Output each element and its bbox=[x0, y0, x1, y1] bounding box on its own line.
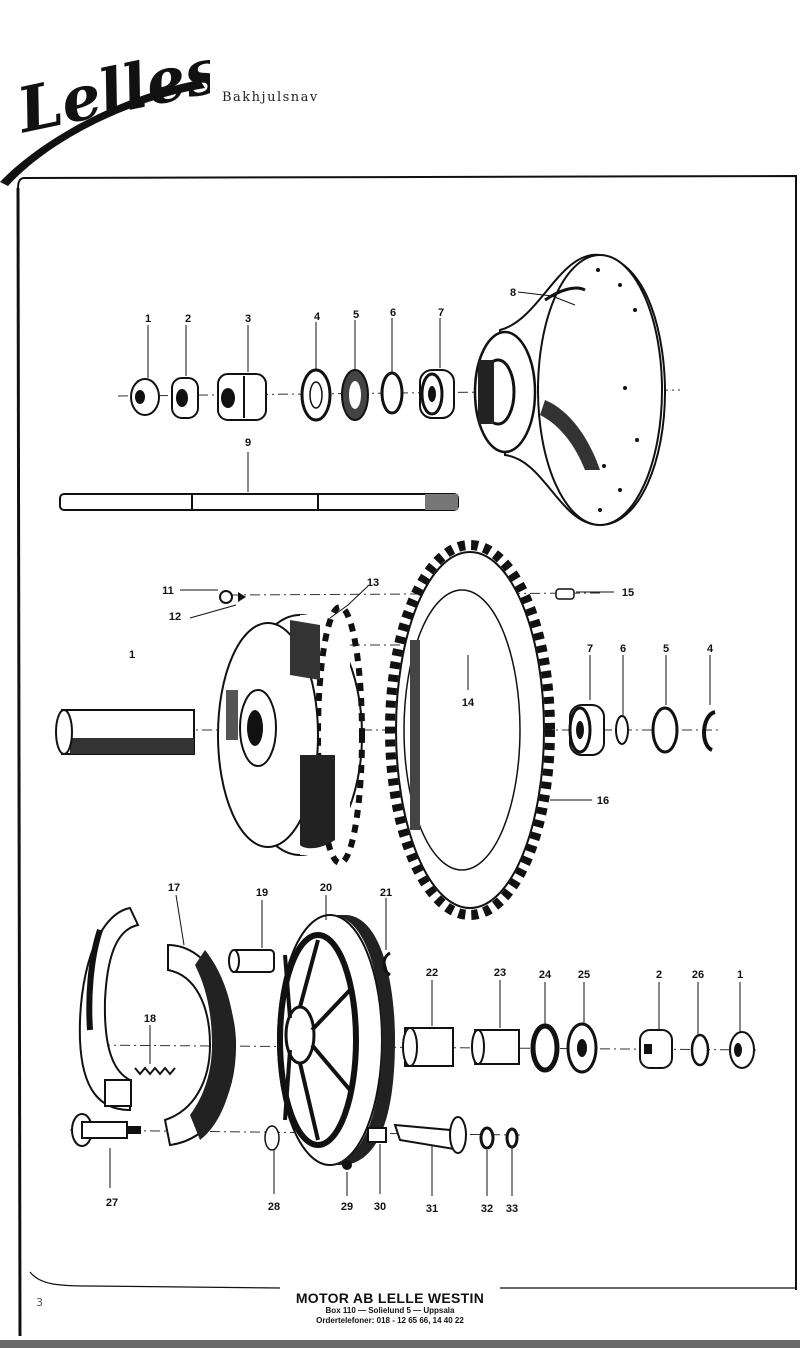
part-number-label: 1 bbox=[129, 649, 135, 661]
part-washer bbox=[264, 1125, 280, 1151]
part-brake-plate bbox=[277, 914, 395, 1166]
part-cone bbox=[639, 1029, 673, 1069]
part-number-label: 28 bbox=[268, 1201, 280, 1213]
part-number-label: 6 bbox=[390, 307, 396, 319]
part-hub-flange bbox=[473, 253, 667, 527]
page-number: 3 bbox=[36, 1296, 43, 1309]
part-number-label: 31 bbox=[426, 1203, 438, 1215]
part-number-label: 29 bbox=[341, 1201, 353, 1213]
part-number-label: 8 bbox=[510, 287, 516, 299]
part-number-label: 22 bbox=[426, 967, 438, 979]
part-number-label: 4 bbox=[314, 311, 321, 323]
part-nut bbox=[130, 378, 160, 416]
part-pin bbox=[228, 949, 275, 973]
part-number-label: 20 bbox=[320, 882, 332, 894]
part-cone bbox=[171, 377, 199, 419]
part-sprocket-carrier bbox=[217, 604, 365, 866]
part-number-label: 5 bbox=[353, 309, 359, 321]
part-number-label: 30 bbox=[374, 1201, 386, 1213]
part-number-label: 7 bbox=[438, 307, 444, 319]
part-seal bbox=[651, 706, 679, 754]
part-nut bbox=[729, 1031, 755, 1069]
part-brake-shoe bbox=[163, 943, 237, 1147]
part-spacer-tube bbox=[471, 1029, 520, 1065]
part-axle bbox=[59, 493, 459, 511]
part-brake-cam bbox=[71, 1113, 141, 1147]
part-sleeve bbox=[55, 709, 195, 755]
part-number-label: 14 bbox=[462, 697, 475, 709]
part-ring bbox=[615, 715, 629, 745]
part-number-label: 11 bbox=[162, 585, 174, 597]
part-spring bbox=[134, 1066, 176, 1076]
part-number-label: 3 bbox=[245, 313, 251, 325]
page-title: Bakhjulsnav bbox=[222, 90, 319, 105]
part-number-label: 1 bbox=[145, 313, 151, 325]
part-number-label: 6 bbox=[620, 643, 626, 655]
part-ring bbox=[380, 371, 404, 415]
part-bearing bbox=[566, 1022, 598, 1074]
part-number-label: 17 bbox=[168, 882, 180, 894]
part-number-label: 19 bbox=[256, 887, 268, 899]
footer-address: Box 110 — Solielund 5 — Uppsala bbox=[325, 1306, 455, 1315]
part-brake-lever bbox=[393, 1116, 467, 1154]
footer: MOTOR AB LELLE WESTIN Box 110 — Solielun… bbox=[0, 1290, 800, 1326]
part-sprocket bbox=[385, 540, 555, 920]
part-number-label: 27 bbox=[106, 1197, 118, 1209]
footer-company: MOTOR AB LELLE WESTIN bbox=[295, 1290, 485, 1306]
part-bearing bbox=[419, 369, 455, 419]
part-bearing bbox=[568, 704, 605, 756]
part-number-label: 12 bbox=[169, 611, 181, 623]
part-number-label: 9 bbox=[245, 437, 251, 449]
part-ring bbox=[690, 1033, 710, 1067]
part-number-label: 16 bbox=[597, 795, 609, 807]
part-number-label: 23 bbox=[494, 967, 506, 979]
part-brake-shoe bbox=[78, 906, 140, 1112]
part-number-label: 21 bbox=[380, 887, 392, 899]
part-number-label: 4 bbox=[707, 643, 714, 655]
part-number-label: 25 bbox=[578, 969, 590, 981]
footer-phones: Ordertelefoner: 018 - 12 65 66, 14 40 22 bbox=[316, 1316, 464, 1325]
part-number-label: 32 bbox=[481, 1203, 493, 1215]
brand-logo: Lelles bbox=[0, 0, 210, 190]
scan-edge bbox=[0, 1340, 800, 1348]
part-number-label: 26 bbox=[692, 969, 704, 981]
part-number-label: 18 bbox=[144, 1013, 156, 1025]
part-number-label: 2 bbox=[185, 313, 191, 325]
part-number-label: 5 bbox=[663, 643, 669, 655]
part-number-label: 33 bbox=[506, 1203, 518, 1215]
part-number-label: 24 bbox=[539, 969, 552, 981]
part-number-label: 15 bbox=[622, 587, 634, 599]
part-number-label: 13 bbox=[367, 577, 379, 589]
part-seal bbox=[530, 1023, 560, 1073]
part-number-label: 7 bbox=[587, 643, 593, 655]
part-number-label: 2 bbox=[656, 969, 662, 981]
part-number-label: 1 bbox=[737, 969, 743, 981]
part-washer bbox=[702, 710, 716, 752]
part-spacer-tube bbox=[402, 1027, 454, 1067]
part-spacer-nut bbox=[217, 373, 267, 421]
